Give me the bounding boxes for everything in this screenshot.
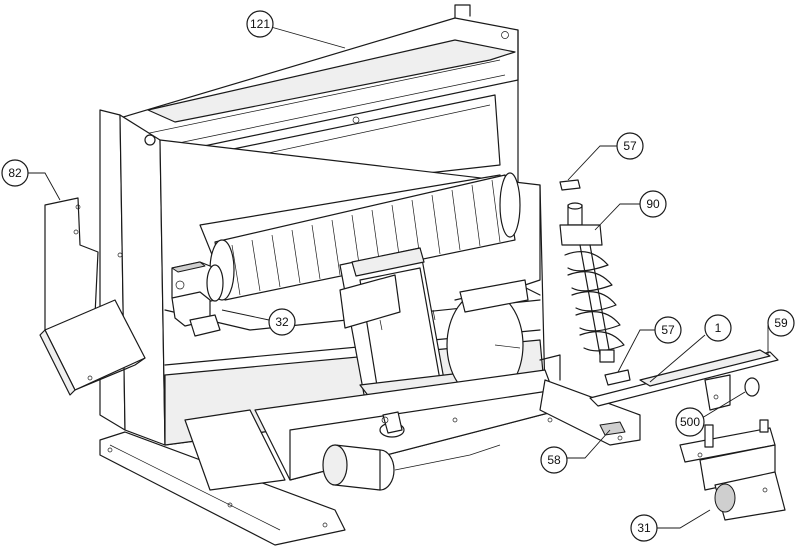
callout-500: 500 — [675, 391, 746, 437]
auger-part — [559, 202, 625, 363]
callout-57-upper: 57 — [567, 132, 644, 181]
callout-label: 57 — [661, 323, 675, 337]
callout-label: 59 — [774, 316, 788, 330]
bracket-part — [704, 374, 731, 411]
callout-82: 82 — [1, 159, 61, 201]
clip-part-lower — [604, 369, 631, 386]
plate-part — [589, 349, 779, 407]
callout-label: 1 — [715, 321, 722, 335]
callout-label: 31 — [637, 521, 651, 535]
fan-roller-part — [199, 172, 521, 301]
callout-label: 57 — [623, 139, 637, 153]
callout-90: 90 — [594, 190, 667, 231]
callout-32: 32 — [221, 308, 296, 336]
callout-label: 90 — [646, 197, 660, 211]
base-rail-part — [539, 354, 641, 446]
callout-121: 121 — [246, 10, 346, 49]
callout-label: 500 — [680, 415, 700, 429]
callout-31: 31 — [630, 509, 711, 542]
callout-label: 58 — [547, 453, 561, 467]
callout-label: 82 — [8, 166, 22, 180]
callout-label: 121 — [250, 17, 270, 31]
callout-58: 58 — [540, 429, 611, 474]
callout-label: 32 — [275, 315, 289, 329]
auger-flights — [564, 251, 625, 352]
fan-motor-part — [171, 261, 224, 337]
callout-1: 1 — [649, 314, 732, 383]
gear-motor-part — [679, 419, 786, 521]
callout-59: 59 — [767, 309, 795, 355]
left-chute-part — [39, 197, 146, 396]
callout-57-lower: 57 — [617, 316, 682, 373]
clip-part-upper — [559, 179, 581, 191]
knob-part — [744, 377, 760, 397]
round-port-part — [446, 279, 541, 400]
base-pan-part — [99, 409, 346, 546]
